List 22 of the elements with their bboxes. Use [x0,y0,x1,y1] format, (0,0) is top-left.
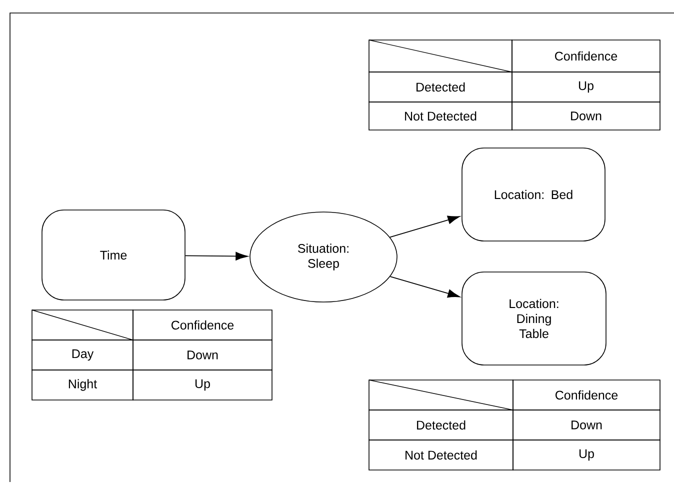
table-cell: Down [512,102,660,130]
table-cell: Confidence [512,380,660,410]
table-cell: Up [132,370,272,400]
table-cell: Confidence [512,40,660,72]
table-cell: Down [512,410,660,440]
rounded-box: Time [42,210,186,300]
table-cell: Detected [368,72,512,102]
table-cell: Up [512,440,660,470]
arrow [390,276,460,298]
table-cell: Not Detected [368,102,512,130]
table-cell: Night [32,370,134,400]
arrow [390,216,460,238]
table-cell: Confidence [132,310,272,340]
rounded-box: Location: Dining Table [462,272,606,366]
table-cell: Up [512,72,660,102]
table-cell: Not Detected [368,440,514,470]
rounded-box: Location: Bed [462,148,606,242]
arrow [184,252,248,260]
table-cell: Down [132,340,272,370]
table-cell: Detected [368,410,514,440]
ellipse-node: Situation: Sleep [250,212,398,302]
table-cell: Day [32,340,134,370]
